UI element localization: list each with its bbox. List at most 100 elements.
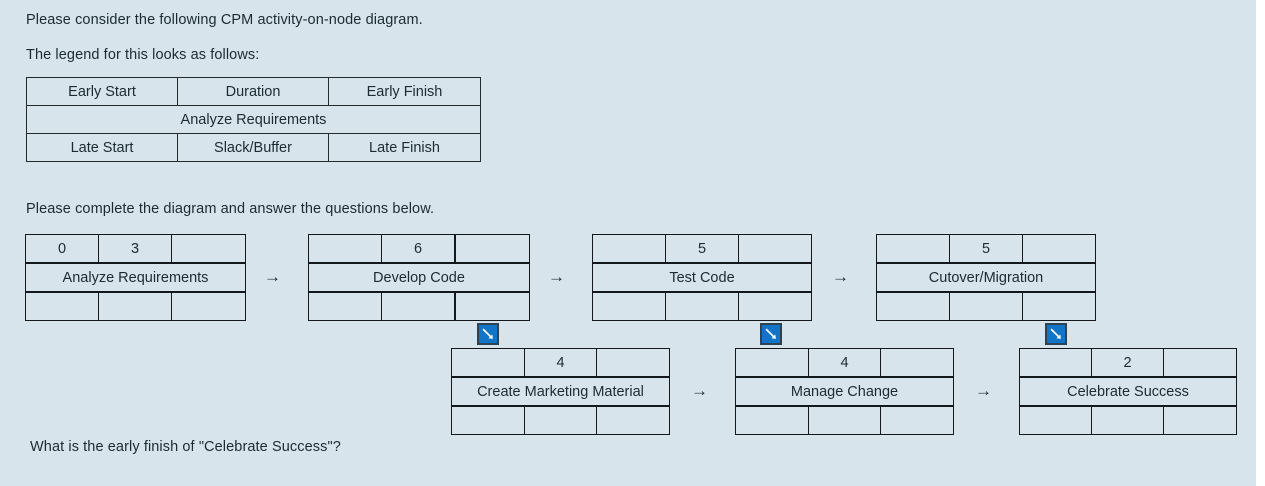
cell-activity-name: Test Code: [592, 262, 812, 293]
instruction-text: Please complete the diagram and answer t…: [26, 201, 435, 217]
cell-slack-buffer[interactable]: [665, 291, 739, 321]
cell-duration[interactable]: 2: [1091, 348, 1164, 378]
node-row-top: 5: [876, 234, 1096, 264]
legend-early-finish: Early Finish: [328, 77, 481, 106]
node-row-name: Analyze Requirements: [25, 262, 246, 293]
cell-slack-buffer[interactable]: [949, 291, 1023, 321]
cell-early-finish[interactable]: [880, 348, 954, 378]
cell-early-start[interactable]: [1019, 348, 1092, 378]
cell-early-finish[interactable]: [596, 348, 670, 378]
node-create-marketing-material[interactable]: 4 Create Marketing Material: [451, 348, 670, 435]
node-row-top: 0 3: [25, 234, 246, 264]
intro-line-1: Please consider the following CPM activi…: [26, 12, 423, 28]
cell-slack-buffer[interactable]: [808, 405, 881, 435]
node-row-bottom: [451, 405, 670, 435]
cell-early-finish[interactable]: [1163, 348, 1237, 378]
diagonal-arrow-glyph: [482, 328, 493, 339]
cell-early-finish[interactable]: [1022, 234, 1096, 264]
node-row-top: 5: [592, 234, 812, 264]
cell-early-finish[interactable]: [738, 234, 812, 264]
node-test-code[interactable]: 5 Test Code: [592, 234, 812, 321]
node-row-name: Develop Code: [308, 262, 530, 293]
node-row-bottom: [308, 291, 530, 321]
node-row-bottom: [735, 405, 954, 435]
node-row-top: 2: [1019, 348, 1237, 378]
legend-row-middle: Analyze Requirements: [26, 105, 481, 134]
cell-late-finish[interactable]: [1022, 291, 1096, 321]
cell-late-start[interactable]: [592, 291, 666, 321]
legend-row-bottom: Late Start Slack/Buffer Late Finish: [26, 133, 481, 162]
cell-duration[interactable]: 3: [98, 234, 172, 264]
cell-duration[interactable]: 6: [381, 234, 456, 264]
cell-early-start[interactable]: [592, 234, 666, 264]
node-row-bottom: [1019, 405, 1237, 435]
cell-duration[interactable]: 5: [665, 234, 739, 264]
node-row-top: 6: [308, 234, 530, 264]
node-row-name: Celebrate Success: [1019, 376, 1237, 407]
cell-late-finish[interactable]: [880, 405, 954, 435]
cell-activity-name: Develop Code: [308, 262, 530, 293]
cell-early-start[interactable]: [308, 234, 382, 264]
cell-late-finish[interactable]: [454, 291, 530, 321]
cell-slack-buffer[interactable]: [98, 291, 172, 321]
cell-early-finish[interactable]: [171, 234, 246, 264]
node-manage-change[interactable]: 4 Manage Change: [735, 348, 954, 435]
cell-duration[interactable]: 5: [949, 234, 1023, 264]
legend-duration: Duration: [177, 77, 329, 106]
cell-slack-buffer[interactable]: [524, 405, 597, 435]
cell-activity-name: Cutover/Migration: [876, 262, 1096, 293]
cell-late-start[interactable]: [735, 405, 809, 435]
arrow-develop-to-test: →: [548, 267, 565, 286]
cell-activity-name: Create Marketing Material: [451, 376, 670, 407]
cell-early-start[interactable]: [735, 348, 809, 378]
node-row-bottom: [876, 291, 1096, 321]
legend-late-finish: Late Finish: [328, 133, 481, 162]
cell-late-start[interactable]: [451, 405, 525, 435]
question-text: What is the early finish of "Celebrate S…: [30, 439, 341, 455]
cell-slack-buffer[interactable]: [381, 291, 456, 321]
arrow-test-to-cutover: →: [832, 267, 849, 286]
diagonal-arrow-down-right-icon-1[interactable]: [477, 323, 499, 345]
legend-slack-buffer: Slack/Buffer: [177, 133, 329, 162]
cell-early-start[interactable]: 0: [25, 234, 99, 264]
node-celebrate-success[interactable]: 2 Celebrate Success: [1019, 348, 1237, 435]
node-row-top: 4: [735, 348, 954, 378]
legend-late-start: Late Start: [26, 133, 178, 162]
cell-early-finish[interactable]: [454, 234, 530, 264]
cell-late-start[interactable]: [308, 291, 382, 321]
cell-activity-name: Analyze Requirements: [25, 262, 246, 293]
node-row-name: Test Code: [592, 262, 812, 293]
arrow-manage-to-celebrate: →: [975, 381, 992, 400]
legend-early-start: Early Start: [26, 77, 178, 106]
cell-activity-name: Celebrate Success: [1019, 376, 1237, 407]
cell-late-finish[interactable]: [1163, 405, 1237, 435]
node-row-name: Manage Change: [735, 376, 954, 407]
node-row-top: 4: [451, 348, 670, 378]
cell-late-finish[interactable]: [596, 405, 670, 435]
cell-late-finish[interactable]: [171, 291, 246, 321]
arrow-marketing-to-manage: →: [691, 381, 708, 400]
node-row-name: Create Marketing Material: [451, 376, 670, 407]
cell-activity-name: Manage Change: [735, 376, 954, 407]
node-row-bottom: [592, 291, 812, 321]
node-cutover-migration[interactable]: 5 Cutover/Migration: [876, 234, 1096, 321]
cell-late-start[interactable]: [1019, 405, 1092, 435]
diagonal-arrow-glyph: [765, 328, 776, 339]
diagonal-arrow-down-right-icon-3[interactable]: [1045, 323, 1067, 345]
arrow-analyze-to-develop: →: [264, 267, 281, 286]
node-row-bottom: [25, 291, 246, 321]
node-develop-code[interactable]: 6 Develop Code: [308, 234, 530, 321]
cell-duration[interactable]: 4: [808, 348, 881, 378]
diagonal-arrow-glyph: [1050, 328, 1061, 339]
cell-slack-buffer[interactable]: [1091, 405, 1164, 435]
diagonal-arrow-down-right-icon-2[interactable]: [760, 323, 782, 345]
cell-early-start[interactable]: [876, 234, 950, 264]
legend-table: Early Start Duration Early Finish Analyz…: [26, 77, 481, 162]
cell-duration[interactable]: 4: [524, 348, 597, 378]
cell-late-finish[interactable]: [738, 291, 812, 321]
cell-early-start[interactable]: [451, 348, 525, 378]
cell-late-start[interactable]: [876, 291, 950, 321]
node-analyze-requirements[interactable]: 0 3 Analyze Requirements: [25, 234, 246, 321]
cell-late-start[interactable]: [25, 291, 99, 321]
